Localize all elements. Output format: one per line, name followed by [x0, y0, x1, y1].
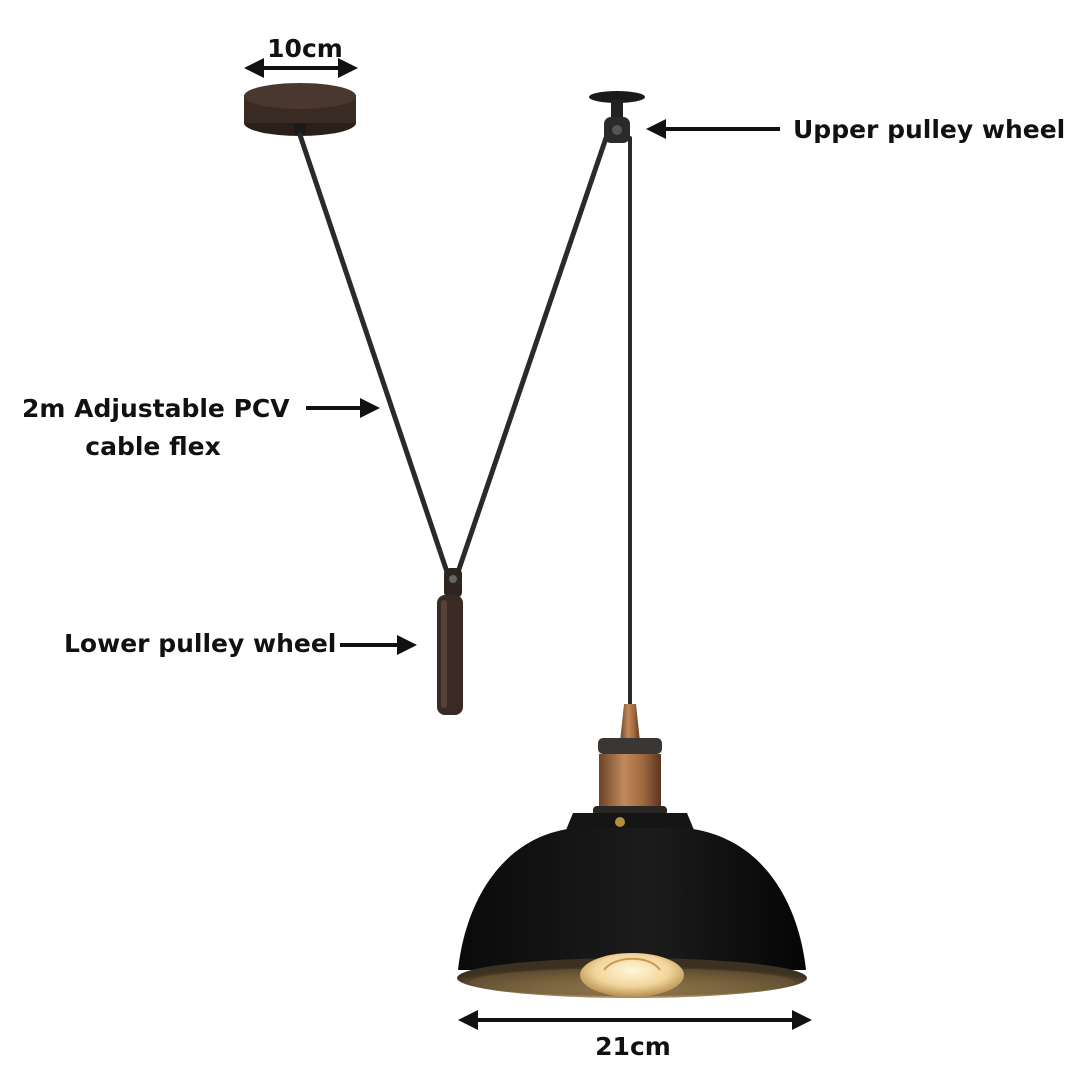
ceiling-canopy [244, 83, 356, 136]
lamp-shade [457, 813, 807, 998]
cable-label-line1: 2m Adjustable PCV [22, 394, 290, 423]
upper-pulley-label: Upper pulley wheel [793, 115, 1066, 144]
cable-label-line2: cable flex [85, 432, 221, 461]
light-bulb [580, 953, 684, 997]
shade-width-label: 21cm [595, 1032, 671, 1061]
lower-pulley-label: Lower pulley wheel [64, 629, 337, 658]
lamp-holder [593, 704, 667, 816]
canopy-width-label: 10cm [267, 34, 343, 63]
lower-pulley [437, 568, 463, 715]
upper-pulley [589, 91, 645, 143]
cable-flex [297, 132, 632, 710]
cable-label: 2m Adjustable PCV cable flex [22, 390, 290, 466]
